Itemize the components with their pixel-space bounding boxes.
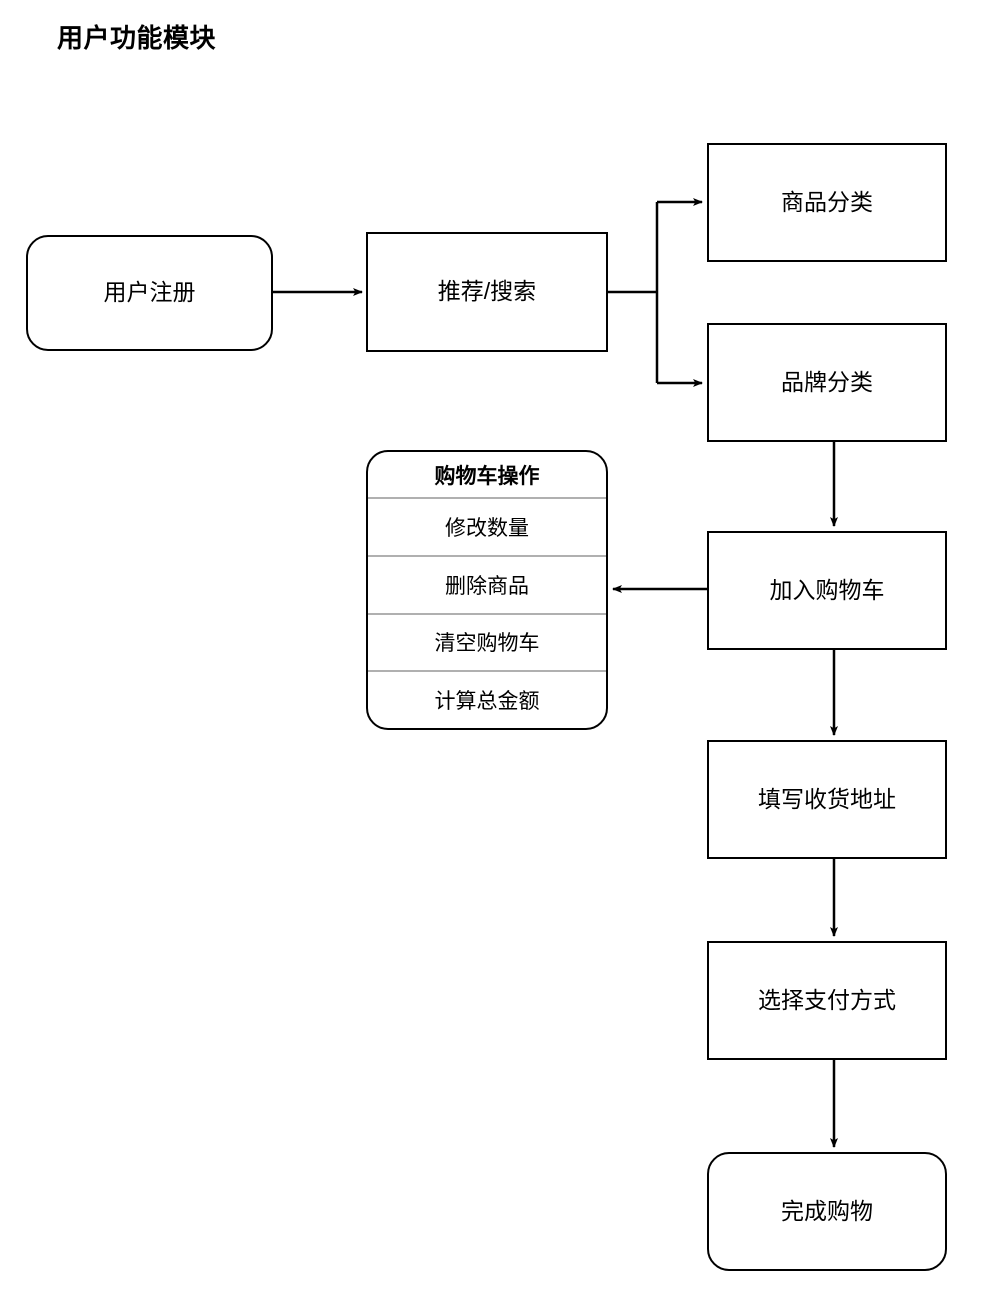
node-label: 填写收货地址 <box>758 785 896 812</box>
node-select-payment[interactable]: 选择支付方式 <box>707 941 947 1060</box>
page-title: 用户功能模块 <box>57 23 217 53</box>
node-label: 商品分类 <box>781 188 873 215</box>
list-item[interactable]: 计算总金额 <box>368 670 606 728</box>
node-label: 品牌分类 <box>781 368 873 395</box>
node-cart-operations[interactable]: 购物车操作 修改数量 删除商品 清空购物车 计算总金额 <box>366 450 608 730</box>
node-add-to-cart[interactable]: 加入购物车 <box>707 531 947 650</box>
cart-operations-header: 购物车操作 <box>434 464 540 488</box>
node-recommend-search[interactable]: 推荐/搜索 <box>366 232 608 352</box>
list-item[interactable]: 删除商品 <box>368 554 606 613</box>
node-finish-shopping[interactable]: 完成购物 <box>707 1152 947 1271</box>
list-item[interactable]: 修改数量 <box>368 497 606 555</box>
node-product-category[interactable]: 商品分类 <box>707 143 947 262</box>
node-label: 完成购物 <box>781 1197 873 1224</box>
node-user-register[interactable]: 用户注册 <box>26 235 273 351</box>
node-fill-address[interactable]: 填写收货地址 <box>707 740 947 859</box>
node-brand-category[interactable]: 品牌分类 <box>707 323 947 442</box>
edge-search-branch-trunk <box>608 202 659 383</box>
list-item[interactable]: 清空购物车 <box>368 612 606 671</box>
node-label: 用户注册 <box>103 279 196 306</box>
node-label: 加入购物车 <box>769 576 885 603</box>
node-label: 推荐/搜索 <box>437 278 537 305</box>
node-label: 选择支付方式 <box>758 986 896 1013</box>
